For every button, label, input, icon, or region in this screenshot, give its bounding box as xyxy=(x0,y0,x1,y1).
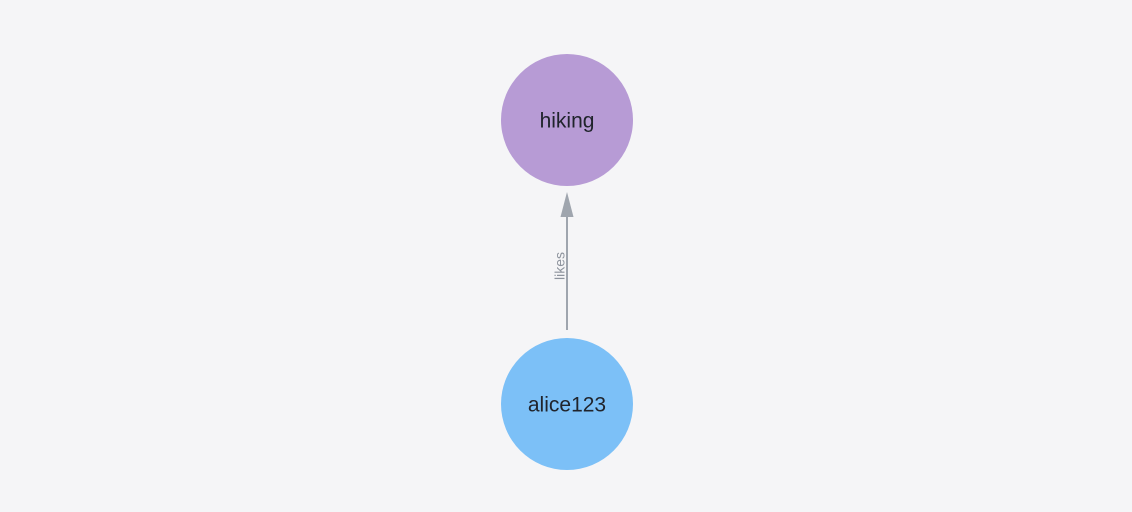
node-alice123-circle[interactable] xyxy=(501,338,633,470)
node-hiking[interactable]: hiking xyxy=(501,54,633,186)
node-hiking-circle[interactable] xyxy=(501,54,633,186)
edge-arrowhead-icon xyxy=(560,192,574,217)
node-alice123[interactable]: alice123 xyxy=(501,338,633,470)
edge-likes[interactable]: likes xyxy=(551,192,574,330)
edge-label: likes xyxy=(551,252,567,280)
